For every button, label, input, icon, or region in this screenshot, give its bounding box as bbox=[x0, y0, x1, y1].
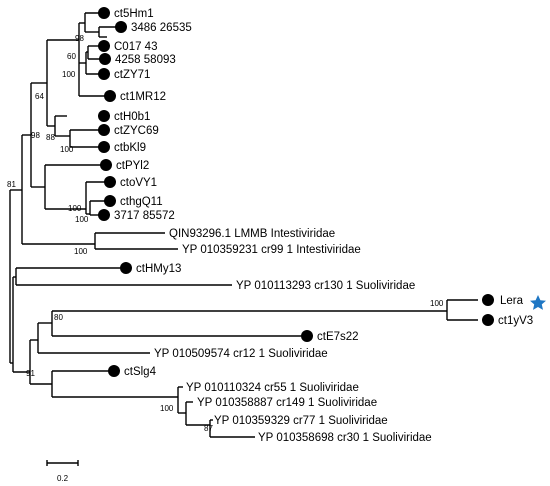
leaf-marker-ctzyc69 bbox=[98, 124, 110, 136]
support-value: 100 bbox=[68, 204, 82, 213]
star-icon bbox=[530, 295, 546, 310]
leaf-marker-ct1mr12 bbox=[104, 90, 116, 102]
leaf-label-c01743: C017 43 bbox=[114, 41, 157, 53]
leaf-label-yp-cr77: YP 010359329 cr77 1 Suoliviridae bbox=[214, 415, 388, 427]
leaf-marker-ct5hm1 bbox=[98, 7, 110, 19]
leaf-label-yp-cr149: YP 010358887 cr149 1 Suoliviridae bbox=[197, 397, 377, 409]
leaf-marker-cth0b1 bbox=[98, 110, 110, 122]
leaf-label-ctslg4: ctSlg4 bbox=[124, 366, 157, 378]
support-value: 100 bbox=[60, 145, 74, 154]
leaf-label-3486: 3486 26535 bbox=[131, 22, 192, 34]
support-value: 98 bbox=[75, 34, 84, 43]
leaf-marker-ctslg4 bbox=[108, 365, 120, 377]
leaf-label-yp-cr99: YP 010359231 cr99 1 Intestiviridae bbox=[182, 244, 361, 256]
support-value: 80 bbox=[54, 313, 63, 322]
leaf-label-qin: QIN93296.1 LMMB Intestiviridae bbox=[169, 228, 335, 240]
support-value: 100 bbox=[74, 247, 88, 256]
leaf-markers bbox=[98, 7, 494, 377]
support-value: 100 bbox=[75, 215, 89, 224]
leaf-marker-ctpyl2 bbox=[100, 159, 112, 171]
leaf-label-3717: 3717 85572 bbox=[114, 210, 175, 222]
leaf-label-ctzy71: ctZY71 bbox=[114, 69, 150, 81]
support-value: 98 bbox=[31, 131, 40, 140]
leaf-marker-cthmy13 bbox=[120, 262, 132, 274]
leaf-marker-3717 bbox=[98, 209, 110, 221]
support-value: 100 bbox=[430, 299, 444, 308]
leaf-marker-lera bbox=[482, 294, 494, 306]
leaf-marker-ctovy1 bbox=[104, 176, 116, 188]
leaf-marker-cthgq11 bbox=[104, 195, 116, 207]
scale-bar: 0.2 bbox=[46, 460, 79, 483]
support-value: 91 bbox=[26, 369, 35, 378]
leaf-label-ctpyl2: ctPYl2 bbox=[116, 160, 149, 172]
leaf-label-ctovy1: ctoVY1 bbox=[120, 177, 157, 189]
leaf-marker-ct1yv3 bbox=[482, 314, 494, 326]
support-values: 98 60 100 64 98 88 100 81 100 100 100 10… bbox=[7, 34, 444, 433]
leaf-marker-cte7s22 bbox=[301, 330, 313, 342]
support-value: 60 bbox=[67, 52, 76, 61]
leaf-label-yp-cr55: YP 010110324 cr55 1 Suoliviridae bbox=[186, 382, 359, 394]
support-value: 88 bbox=[46, 133, 55, 142]
leaf-label-cthmy13: ctHMy13 bbox=[136, 263, 181, 275]
leaf-marker-4258 bbox=[99, 53, 111, 65]
leaf-label-yp-cr30: YP 010358698 cr30 1 Suoliviridae bbox=[258, 432, 432, 444]
leaf-marker-3486 bbox=[115, 21, 127, 33]
support-value: 64 bbox=[35, 92, 44, 101]
leaf-label-yp-cr12: YP 010509574 cr12 1 Suoliviridae bbox=[154, 348, 328, 360]
leaf-label-yp-cr130: YP 010113293 cr130 1 Suoliviridae bbox=[236, 280, 415, 292]
tree-branches bbox=[9, 12, 478, 438]
leaf-label-cte7s22: ctE7s22 bbox=[317, 331, 359, 343]
support-value: 100 bbox=[62, 70, 76, 79]
leaf-label-cthgq11: cthgQ11 bbox=[120, 196, 163, 208]
leaf-label-ct5hm1: ct5Hm1 bbox=[114, 8, 154, 20]
leaf-marker-ctbkl9 bbox=[98, 141, 110, 153]
leaf-label-lera: Lera bbox=[500, 295, 524, 307]
leaf-label-ctzyc69: ctZYC69 bbox=[114, 125, 159, 137]
leaf-label-ctbkl9: ctbKl9 bbox=[114, 142, 146, 154]
scale-bar-label: 0.2 bbox=[57, 474, 69, 483]
leaf-label-4258: 4258 58093 bbox=[115, 54, 176, 66]
leaf-labels: ct5Hm1 3486 26535 C017 43 4258 58093 ctZ… bbox=[114, 8, 533, 444]
leaf-marker-c01743 bbox=[98, 40, 110, 52]
support-value: 81 bbox=[7, 180, 16, 189]
leaf-label-cth0b1: ctH0b1 bbox=[114, 111, 150, 123]
support-value: 100 bbox=[160, 404, 174, 413]
leaf-marker-ctzy71 bbox=[98, 68, 110, 80]
support-value: 87 bbox=[204, 424, 213, 433]
leaf-label-ct1yv3: ct1yV3 bbox=[498, 315, 533, 327]
leaf-label-ct1mr12: ct1MR12 bbox=[120, 91, 166, 103]
